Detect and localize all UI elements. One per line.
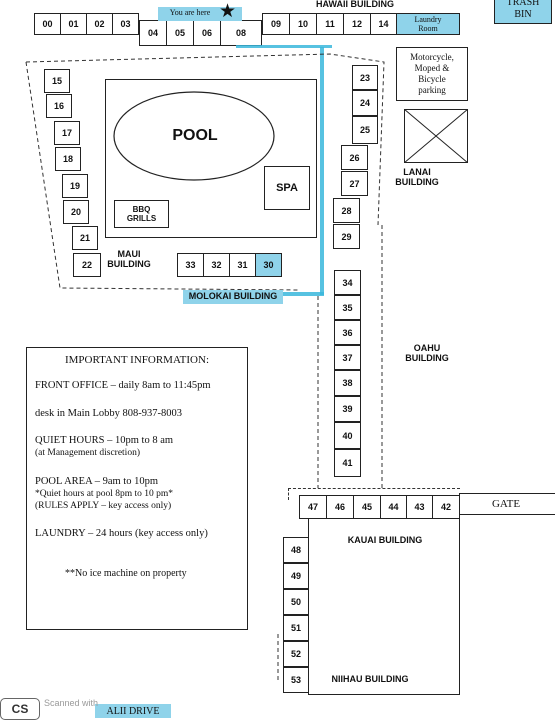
unit-44[interactable]: 44	[380, 495, 407, 519]
path-segment-bottom	[262, 292, 324, 296]
kauai-outline	[288, 488, 460, 500]
unit-08[interactable]: 08	[220, 20, 262, 46]
unit-06[interactable]: 06	[193, 20, 221, 46]
unit-34[interactable]: 34	[334, 270, 361, 295]
unit-28[interactable]: 28	[333, 198, 360, 223]
info-pool-quiet: *Quiet hours at pool 8pm to 10 pm*	[35, 489, 174, 499]
unit-39[interactable]: 39	[334, 396, 361, 422]
info-pool-rules: (RULES APPLY – key access only)	[35, 501, 172, 511]
unit-23[interactable]: 23	[352, 65, 378, 90]
unit-40[interactable]: 40	[334, 422, 361, 449]
unit-00[interactable]: 00	[34, 13, 61, 35]
unit-18[interactable]: 18	[55, 147, 81, 171]
unit-25[interactable]: 25	[352, 116, 378, 144]
unit-32[interactable]: 32	[203, 253, 230, 277]
unit-50[interactable]: 50	[283, 589, 309, 615]
unit-10[interactable]: 10	[289, 13, 317, 35]
info-pool-area: POOL AREA – 9am to 10pm	[35, 476, 158, 487]
unit-48[interactable]: 48	[283, 537, 309, 563]
you-are-here-label: You are here	[169, 8, 211, 17]
unit-16[interactable]: 16	[46, 94, 72, 118]
maui-building-label: MAUI BUILDING	[107, 249, 151, 269]
unit-42[interactable]: 42	[432, 495, 460, 519]
lanai-building-label: LANAI BUILDING	[395, 167, 439, 187]
info-laundry: LAUNDRY – 24 hours (key access only)	[35, 528, 208, 539]
unit-27[interactable]: 27	[341, 171, 368, 196]
unit-15[interactable]: 15	[44, 69, 70, 93]
lanai-building-box	[404, 109, 468, 163]
unit-53[interactable]: 53	[283, 667, 309, 693]
unit-47[interactable]: 47	[299, 495, 327, 519]
info-front-office: FRONT OFFICE – daily 8am to 11:45pm	[35, 380, 211, 391]
unit-37[interactable]: 37	[334, 345, 361, 370]
unit-35[interactable]: 35	[334, 295, 361, 320]
info-quiet-note: (at Management discretion)	[35, 448, 140, 458]
unit-29[interactable]: 29	[333, 224, 360, 249]
path-segment-down	[320, 47, 324, 295]
unit-38[interactable]: 38	[334, 370, 361, 396]
unit-20[interactable]: 20	[63, 200, 89, 224]
important-information-box: IMPORTANT INFORMATION: FRONT OFFICE – da…	[26, 347, 248, 630]
unit-52[interactable]: 52	[283, 641, 309, 667]
you-are-here-tag	[158, 7, 242, 21]
unit-41[interactable]: 41	[334, 449, 361, 477]
trash-bin-line2: BIN	[514, 9, 532, 20]
street-label: ALII DRIVE	[106, 706, 160, 717]
scanner-logo-text: CS	[11, 702, 29, 716]
star-icon: ★	[219, 1, 237, 22]
spa[interactable]: SPA	[264, 166, 310, 210]
scanner-text: Scanned with	[44, 698, 99, 708]
unit-24[interactable]: 24	[352, 90, 378, 116]
niihau-area	[308, 519, 460, 695]
unit-49[interactable]: 49	[283, 563, 309, 589]
unit-21[interactable]: 21	[72, 226, 98, 250]
scanner-logo: CS	[0, 698, 40, 720]
info-desk: desk in Main Lobby 808-937-8003	[35, 408, 182, 419]
niihau-building-label: NIIHAU BUILDING	[331, 674, 409, 684]
unit-43[interactable]: 43	[406, 495, 433, 519]
pool-label: POOL	[172, 127, 218, 144]
gate[interactable]	[459, 493, 555, 515]
bbq-grills[interactable]: BBQ GRILLS	[114, 200, 169, 228]
unit-51[interactable]: 51	[283, 615, 309, 641]
gate-label: GATE	[491, 498, 521, 510]
unit-26[interactable]: 26	[341, 145, 368, 170]
unit-30[interactable]: 30	[255, 253, 282, 277]
kauai-building-label: KAUAI BUILDING	[347, 535, 423, 545]
motorcycle-parking[interactable]: Motorcycle, Moped & Bicycle parking	[396, 47, 468, 101]
oahu-building-label: OAHU BUILDING	[405, 343, 449, 363]
unit-17[interactable]: 17	[54, 121, 80, 145]
trash-bin: TRASH BIN	[494, 0, 552, 24]
laundry-room[interactable]: Laundry Room	[396, 13, 460, 35]
unit-45[interactable]: 45	[353, 495, 381, 519]
molokai-building-label: MOLOKAI BUILDING	[188, 291, 278, 301]
unit-46[interactable]: 46	[326, 495, 354, 519]
lanai-cross-icon	[404, 109, 468, 163]
unit-36[interactable]: 36	[334, 320, 361, 345]
street-label-box	[95, 704, 171, 718]
molokai-label-bg	[183, 290, 283, 304]
trash-bin-line1: TRASH	[506, 0, 540, 8]
unit-33[interactable]: 33	[177, 253, 204, 277]
unit-03[interactable]: 03	[112, 13, 139, 35]
unit-19[interactable]: 19	[62, 174, 88, 198]
info-ice: **No ice machine on property	[65, 568, 187, 579]
unit-31[interactable]: 31	[229, 253, 256, 277]
pool-area	[105, 79, 317, 238]
info-title: IMPORTANT INFORMATION:	[64, 354, 209, 366]
unit-01[interactable]: 01	[60, 13, 87, 35]
pool-ellipse	[113, 91, 275, 181]
unit-22[interactable]: 22	[73, 253, 101, 277]
path-segment-top	[236, 45, 332, 48]
hawaii-building-label: HAWAII BUILDING	[316, 0, 394, 9]
info-quiet-hours: QUIET HOURS – 10pm to 8 am	[35, 435, 174, 446]
